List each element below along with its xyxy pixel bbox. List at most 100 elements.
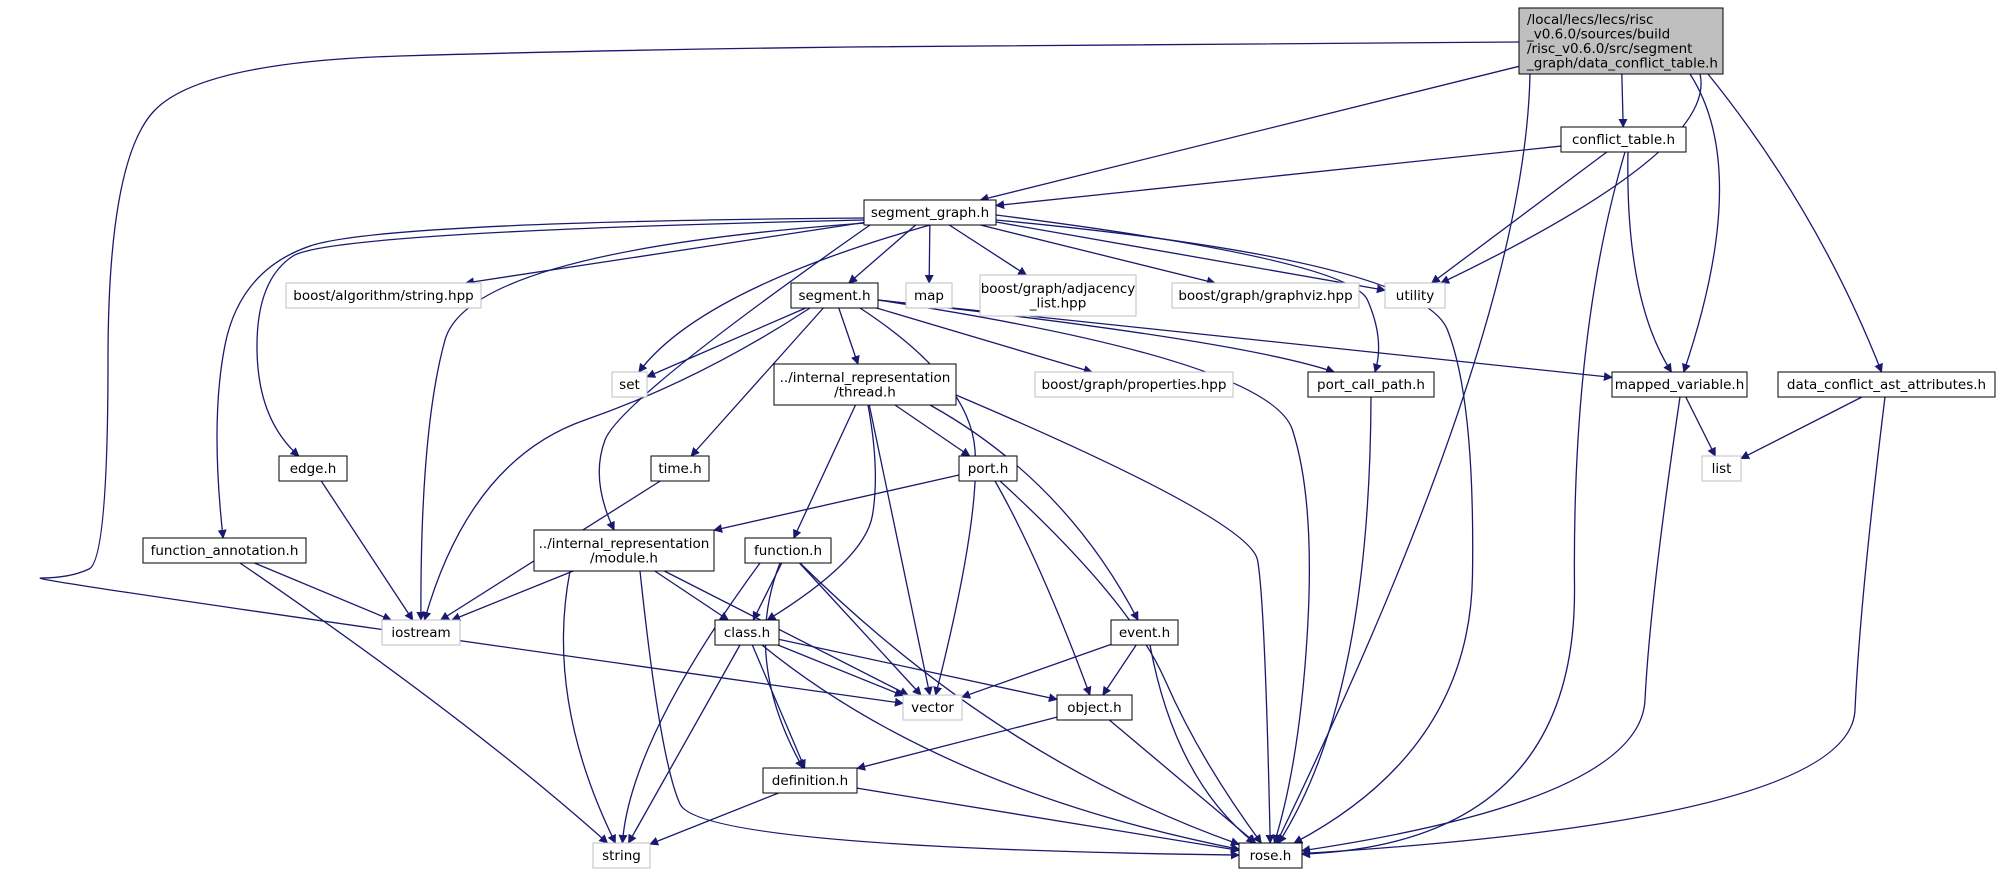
edge-thread-to-rose [955, 394, 1275, 844]
node-box [958, 455, 1018, 482]
edge-object-to-rose [1108, 719, 1257, 844]
node-root[interactable]: /local/lecs/lecs/risc_v0.6.0/sources/bui… [1518, 7, 1724, 75]
node-label: definition.h [772, 773, 848, 789]
edge-module-to-iostream [451, 570, 574, 622]
node-module[interactable]: ../internal_representation/module.h [533, 529, 715, 572]
node-port[interactable]: port.h [958, 455, 1018, 482]
edge-segment_graph-to-function_annotation [216, 217, 865, 539]
edge-port-to-rose [999, 480, 1262, 844]
node-box [979, 274, 1137, 317]
node-vector: vector [902, 694, 963, 721]
node-boost-adj: boost/graph/adjacency_list.hpp [979, 274, 1137, 317]
node-label: mapped_variable.h [1615, 377, 1745, 393]
edge-conflict_table-to-rose [1301, 151, 1626, 859]
edge-module-to-class [654, 570, 729, 621]
node-label: object.h [1067, 700, 1121, 716]
node-box [285, 282, 482, 309]
edge-event-to-rose [1149, 644, 1256, 844]
edge-function_annotation-to-iostream [254, 562, 392, 622]
node-list: list [1701, 455, 1742, 482]
node-set: set [611, 371, 648, 398]
node-label: boost/algorithm/string.hpp [293, 288, 473, 304]
edge-thread-to-function [793, 404, 857, 539]
edge-module-to-rose [639, 570, 1240, 860]
node-function[interactable]: function.h [744, 537, 832, 564]
node-box [1110, 619, 1179, 646]
node-rose[interactable]: rose.h [1238, 842, 1303, 869]
node-box [1238, 842, 1303, 869]
node-event[interactable]: event.h [1110, 619, 1179, 646]
edges [39, 41, 1886, 860]
node-boost-props: boost/graph/properties.hpp [1034, 371, 1234, 398]
node-label: event.h [1119, 625, 1170, 641]
edge-mapped_variable-to-list [1685, 396, 1716, 457]
node-object[interactable]: object.h [1056, 694, 1133, 721]
node-box [1611, 371, 1748, 398]
edge-root-to-rose [1275, 73, 1531, 844]
node-box [650, 455, 710, 482]
node-label: set [619, 377, 640, 393]
node-label: class.h [724, 625, 770, 641]
edge-class-to-rose [761, 644, 1240, 853]
edge-segment-to-time [690, 307, 824, 457]
node-iostream: iostream [381, 619, 461, 646]
node-label: time.h [658, 461, 701, 477]
edge-conflict_table-to-mapped_variable [1627, 151, 1672, 373]
node-function-annotation[interactable]: function_annotation.h [142, 537, 307, 564]
edge-segment_graph-to-module [598, 224, 871, 531]
edge-thread-to-class [766, 404, 877, 621]
node-label: function.h [754, 543, 822, 559]
node-box [1056, 694, 1133, 721]
edge-segment_graph-to-port_call_path [995, 214, 1382, 373]
node-boost-alg-string: boost/algorithm/string.hpp [285, 282, 482, 309]
node-box [773, 363, 957, 406]
node-label: rose.h [1250, 848, 1292, 864]
node-label: segment_graph.h [871, 205, 989, 221]
edge-module-to-string [562, 570, 616, 844]
node-edge[interactable]: edge.h [278, 455, 348, 482]
node-label: data_conflict_ast_attributes.h [1787, 377, 1986, 393]
node-label: vector [911, 700, 954, 716]
node-label: ../internal_representation [539, 536, 710, 552]
node-segment-graph[interactable]: segment_graph.h [863, 199, 997, 226]
edge-segment_graph-to-iostream [416, 221, 881, 621]
edge-root-to-segment_graph [979, 65, 1520, 203]
node-label: utility [1396, 288, 1434, 304]
edge-thread-to-vector [868, 404, 933, 696]
edge-event-to-vector [961, 643, 1112, 699]
node-box [1777, 371, 1996, 398]
edge-class-to-string [627, 644, 741, 844]
node-label: edge.h [290, 461, 337, 477]
node-box [1307, 371, 1435, 398]
node-box [744, 537, 832, 564]
node-box [381, 619, 461, 646]
node-box [142, 537, 307, 564]
node-label: segment.h [798, 288, 870, 304]
node-definition[interactable]: definition.h [762, 767, 858, 794]
edge-root-to-conflict_table [1618, 73, 1628, 128]
node-thread[interactable]: ../internal_representation/thread.h [773, 363, 957, 406]
node-label: string [602, 848, 641, 864]
node-segment[interactable]: segment.h [790, 282, 879, 309]
node-label: conflict_table.h [1572, 132, 1675, 148]
edge-function-to-vector [799, 562, 922, 696]
node-mapped-variable[interactable]: mapped_variable.h [1611, 371, 1748, 398]
node-box [1034, 371, 1234, 398]
node-conflict-table[interactable]: conflict_table.h [1560, 126, 1687, 153]
edge-segment_graph-to-utility [995, 221, 1386, 294]
node-boost-graphviz: boost/graph/graphviz.hpp [1171, 282, 1360, 309]
node-class[interactable]: class.h [714, 619, 780, 646]
edge-conflict_table-to-utility [1430, 151, 1608, 284]
edge-segment_graph-to-rose [995, 219, 1474, 844]
edge-segment_graph-to-boost_adj [948, 224, 1028, 276]
node-box [902, 694, 963, 721]
node-port-call-path[interactable]: port_call_path.h [1307, 371, 1435, 398]
node-data-conflict-ast[interactable]: data_conflict_ast_attributes.h [1777, 371, 1996, 398]
node-label: boost/graph/graphviz.hpp [1178, 288, 1352, 304]
edge-thread-to-port [894, 404, 971, 457]
edge-function-to-definition [764, 562, 804, 769]
edge-data_conflict_ast-to-rose [1301, 396, 1886, 858]
node-time[interactable]: time.h [650, 455, 710, 482]
node-label: /thread.h [834, 384, 896, 400]
